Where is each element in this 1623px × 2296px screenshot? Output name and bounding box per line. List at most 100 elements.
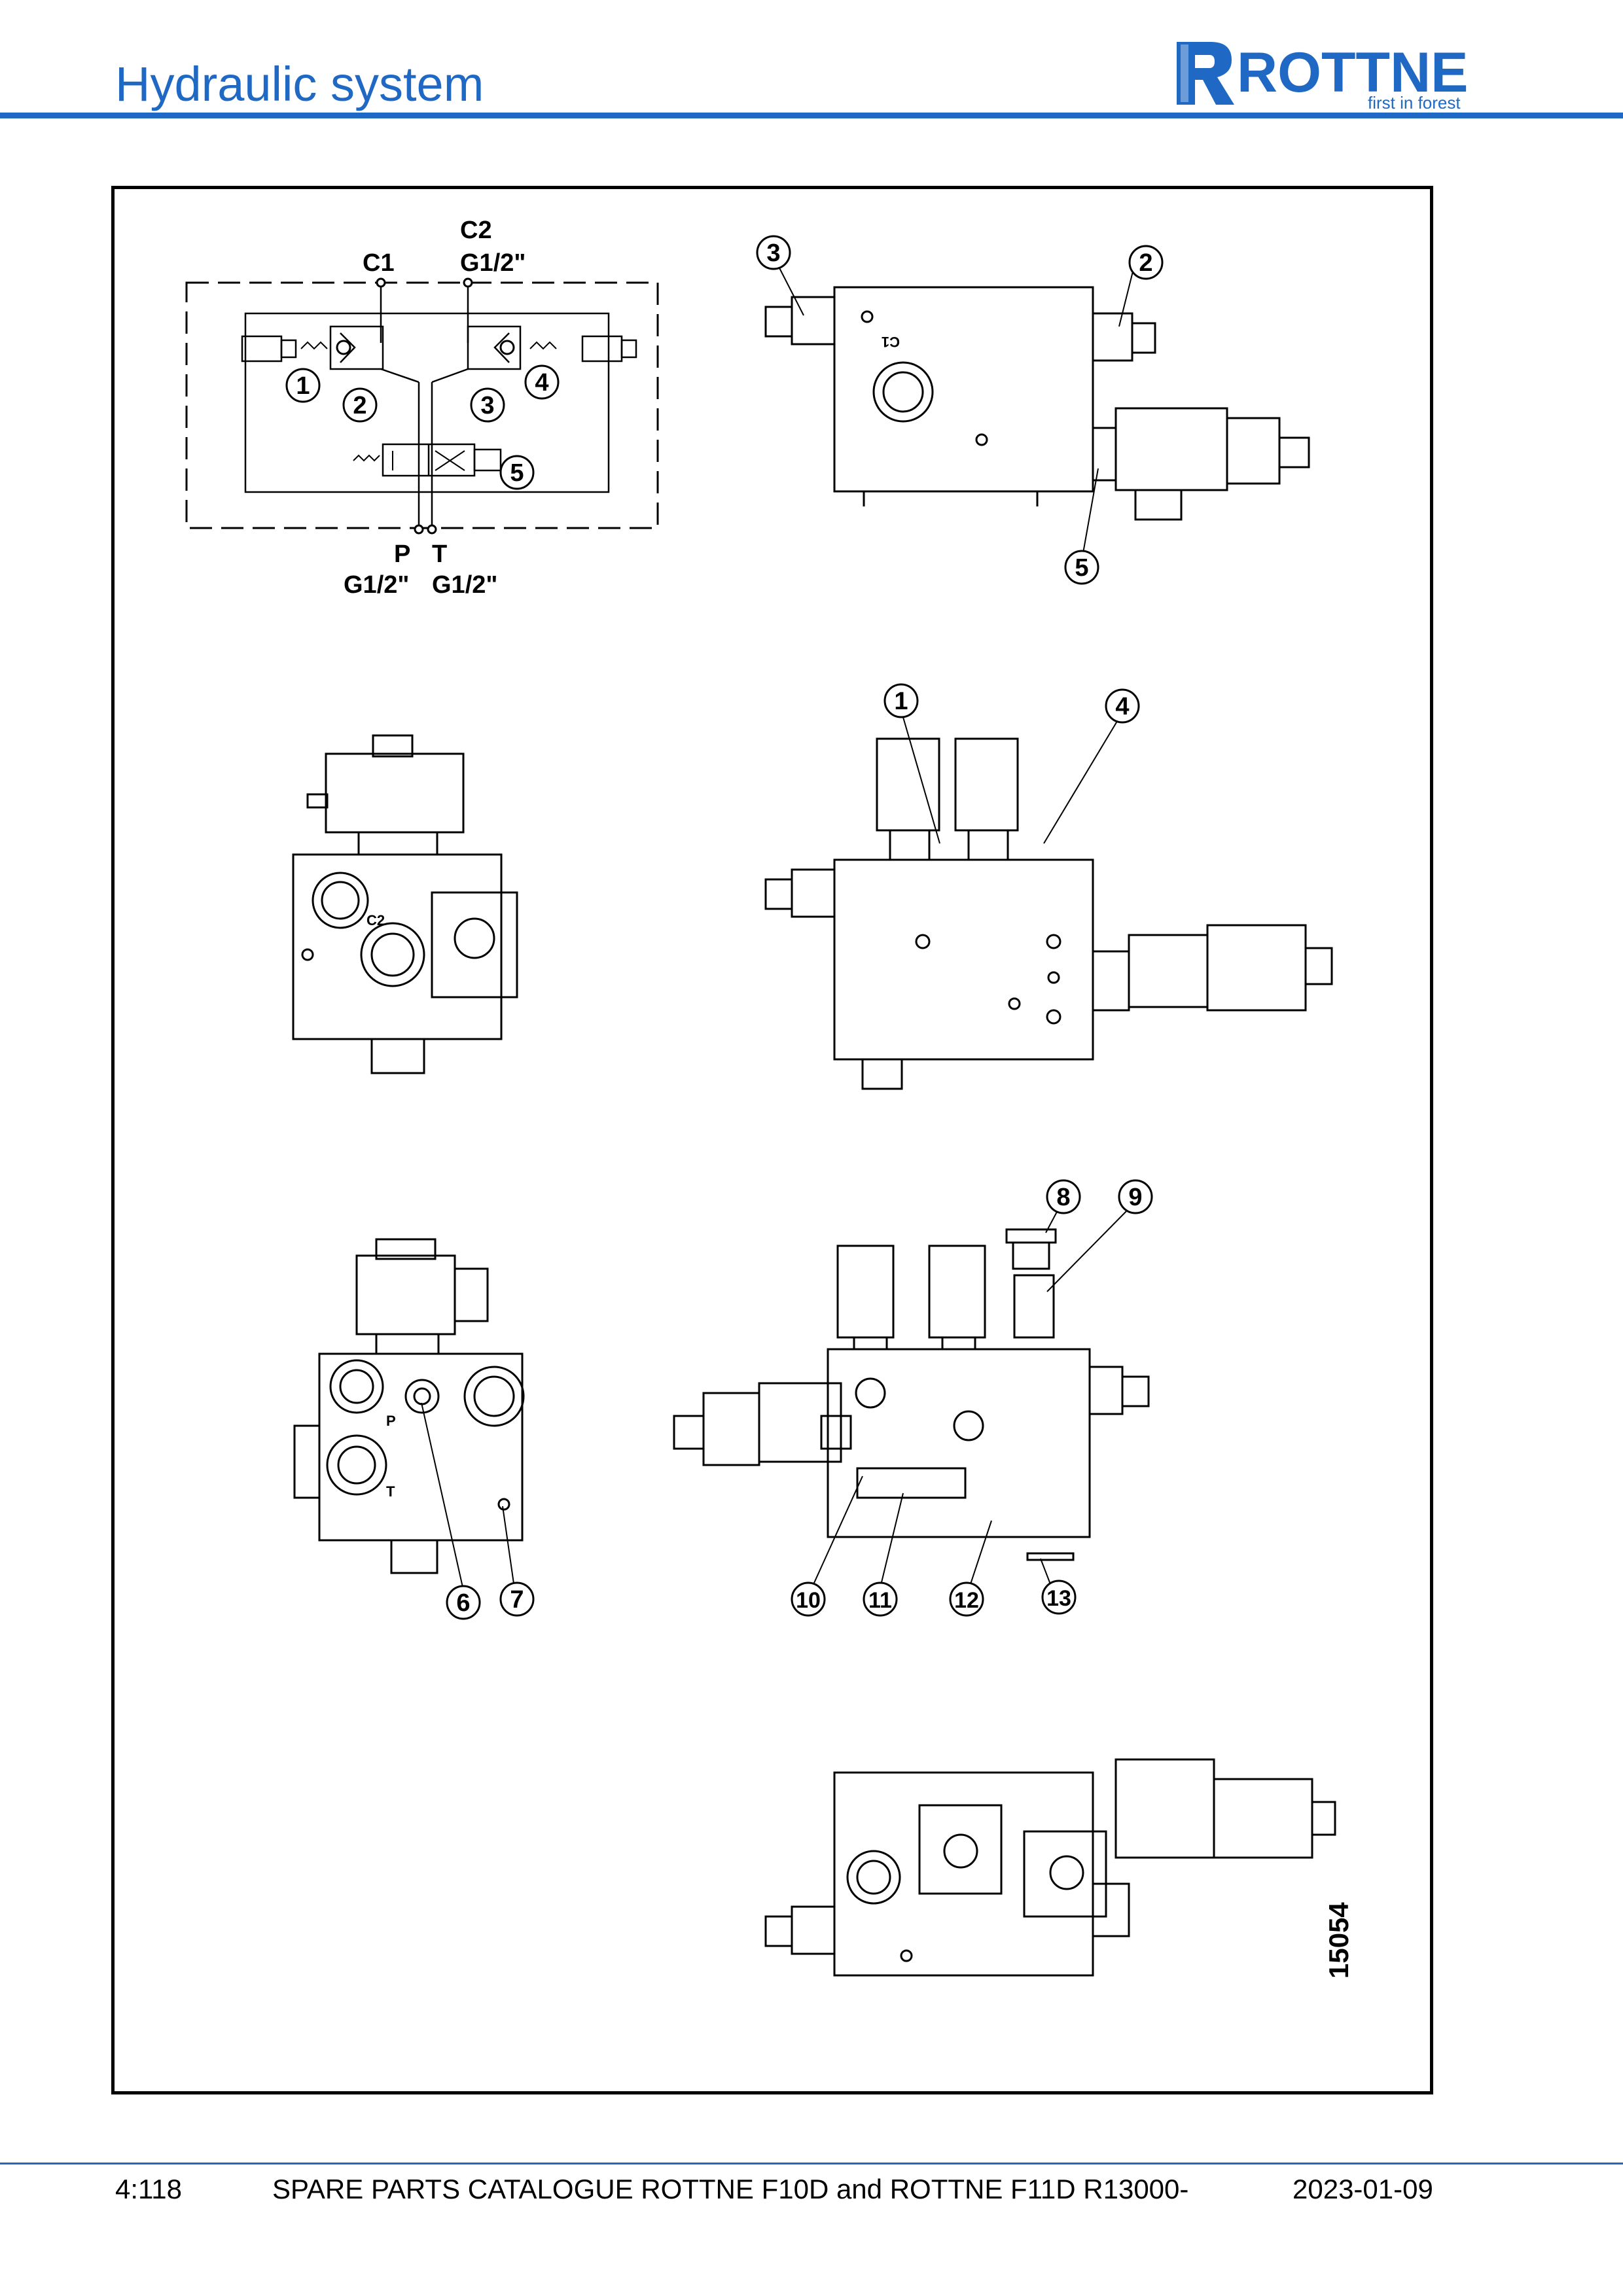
header-rule xyxy=(0,113,1623,118)
callout-label: 12 xyxy=(954,1588,979,1613)
callout-label: 10 xyxy=(796,1588,821,1613)
callout-label: 1 xyxy=(296,372,310,400)
schematic-inner xyxy=(244,312,610,493)
valve-block-body xyxy=(833,858,1094,1061)
pilot-check-valve-3 xyxy=(467,325,522,370)
callout-1: 1 xyxy=(285,368,321,403)
footer-date: 2023-01-09 xyxy=(1293,2174,1433,2204)
cartridge-2 xyxy=(1092,312,1133,362)
leader-lines xyxy=(421,256,1136,1597)
callout-label: 9 xyxy=(1128,1184,1142,1211)
footer-rule xyxy=(0,2163,1623,2164)
callout-5-2: 5 xyxy=(1064,550,1099,585)
schematic-port-c1-label: C1 xyxy=(363,249,395,277)
valve-block-body xyxy=(833,286,1094,493)
plug-8 xyxy=(1005,1228,1057,1244)
block-marking-c1: C1 xyxy=(882,334,900,350)
solenoid-coil-1 xyxy=(836,1245,895,1339)
valve-view-ports xyxy=(293,1238,525,1574)
callout-2: 2 xyxy=(342,387,378,423)
nameplate-11 xyxy=(856,1467,967,1499)
page-title: Hydraulic system xyxy=(115,57,484,111)
callout-label: 3 xyxy=(766,239,780,267)
schematic-port-t-thread: G1/2" xyxy=(432,571,497,599)
solenoid-valve-1 xyxy=(241,335,283,362)
valve-block-body xyxy=(292,853,503,1040)
solenoid-coil-5 xyxy=(1115,407,1228,491)
footer-page-number: 4:118 xyxy=(115,2174,182,2204)
callout-label: 4 xyxy=(535,369,548,397)
solenoid-coil-1 xyxy=(876,737,940,832)
callout-10: 10 xyxy=(791,1581,826,1617)
schematic-port-p-label: P xyxy=(394,540,410,568)
port-c1 xyxy=(872,361,934,423)
callout-label: 1 xyxy=(894,688,908,715)
callout-label: 6 xyxy=(456,1589,470,1617)
footer-document-title: SPARE PARTS CATALOGUE ROTTNE F10D and RO… xyxy=(272,2174,1189,2204)
schematic-port-p-thread: G1/2" xyxy=(344,571,409,599)
callout-2-2: 2 xyxy=(1128,245,1164,280)
solenoid-coil xyxy=(325,752,465,834)
callout-3: 3 xyxy=(470,387,505,423)
callout-label: 13 xyxy=(1046,1586,1071,1611)
drawing-frame xyxy=(111,186,1433,2094)
solenoid-coil-5 xyxy=(1128,934,1209,1008)
schematic-port-c2-thread: G1/2" xyxy=(460,249,526,277)
rottne-logo: ROTTNE first in forest xyxy=(1177,41,1469,111)
valve-view-side xyxy=(292,734,518,1074)
callout-label: 7 xyxy=(510,1586,524,1614)
drawing-number: 15054 xyxy=(1323,1902,1354,1979)
valve-view-front xyxy=(764,737,1333,1090)
port-p-marker xyxy=(414,524,424,535)
callout-label: 3 xyxy=(480,392,494,419)
schematic-port-t-label: T xyxy=(432,540,447,568)
callout-label: 8 xyxy=(1056,1184,1070,1211)
block-marking-c2: C2 xyxy=(366,912,385,928)
callout-5: 5 xyxy=(499,455,535,490)
port-t-marker xyxy=(427,524,437,535)
o-ring-13 xyxy=(1026,1552,1075,1561)
pilot-coil xyxy=(431,891,518,998)
solenoid-coil-4 xyxy=(928,1245,986,1339)
valve-view-nameplate xyxy=(673,1228,1150,1561)
callout-label: 5 xyxy=(510,459,524,487)
callout-12: 12 xyxy=(949,1581,984,1617)
rottne-r-emblem-icon xyxy=(1177,42,1234,105)
exploded-drawing: C1 C2 G1/2" P T G1/2" G1/2" xyxy=(185,217,1354,1979)
callout-8: 8 xyxy=(1046,1179,1081,1214)
block-marking-t: T xyxy=(386,1483,395,1500)
callout-3-2: 3 xyxy=(756,235,791,270)
port-c1-marker xyxy=(376,277,386,288)
port-t xyxy=(326,1434,387,1496)
port-p xyxy=(404,1379,440,1414)
callout-label: 2 xyxy=(353,392,366,419)
schematic-port-c2-label: C2 xyxy=(460,217,492,244)
callout-4-2: 4 xyxy=(1105,688,1140,724)
valve-block-body xyxy=(827,1348,1091,1538)
callout-label: 11 xyxy=(868,1588,892,1613)
logo-tagline: first in forest xyxy=(1368,93,1461,111)
callout-13: 13 xyxy=(1041,1580,1077,1615)
callout-label: 2 xyxy=(1139,249,1152,277)
callout-11: 11 xyxy=(863,1581,898,1617)
hydraulic-schematic xyxy=(185,277,659,535)
callout-4: 4 xyxy=(524,364,560,400)
callout-6: 6 xyxy=(446,1585,481,1620)
solenoid-coil xyxy=(355,1254,456,1335)
logo-wordmark: ROTTNE xyxy=(1237,41,1469,104)
solenoid-valve-4 xyxy=(581,335,623,362)
callout-label: 5 xyxy=(1075,554,1088,582)
cartridge-9 xyxy=(1013,1274,1055,1339)
callout-7: 7 xyxy=(499,1581,535,1617)
block-marking-p: P xyxy=(386,1413,396,1429)
valve-block-body xyxy=(833,1771,1094,1977)
solenoid-coil-4 xyxy=(954,737,1019,832)
port-c2-marker xyxy=(463,277,473,288)
callout-9: 9 xyxy=(1118,1179,1153,1214)
callout-label: 4 xyxy=(1115,693,1129,720)
valve-view-top xyxy=(764,286,1310,521)
valve-view-bottom xyxy=(764,1758,1336,1977)
callout-1-2: 1 xyxy=(883,683,919,718)
pilot-check-valve-2 xyxy=(329,325,384,370)
